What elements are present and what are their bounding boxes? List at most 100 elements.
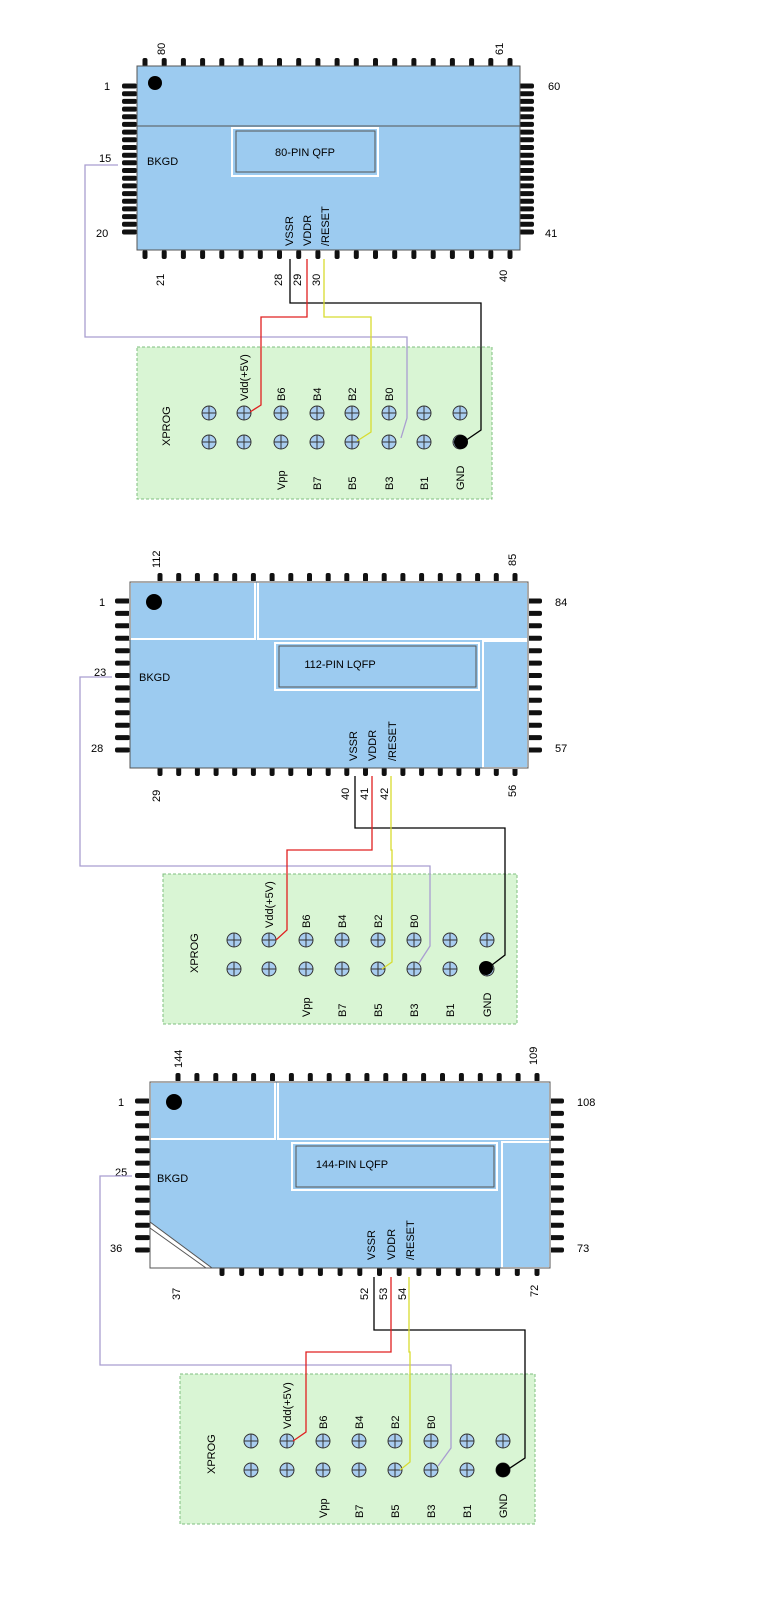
chip-pin (488, 58, 494, 67)
chip-pin (122, 175, 137, 181)
chip-pin (194, 573, 200, 582)
chip-pin (115, 735, 130, 741)
chip-pin (527, 697, 542, 703)
chip-pin (527, 735, 542, 741)
chip-pin (122, 198, 137, 204)
chip-pin (232, 1073, 238, 1082)
chip-pin (115, 710, 130, 716)
chip-pin (430, 250, 436, 259)
chip-pin (364, 1073, 370, 1082)
header-bottom-label: B5 (390, 1505, 402, 1518)
chip-pin (307, 767, 312, 776)
header-top-label: B6 (318, 1416, 330, 1429)
chip-pin (419, 573, 425, 582)
chip-pin (115, 747, 130, 753)
chip-pin (115, 685, 130, 691)
pin-number: 25 (115, 1167, 127, 1179)
chip-pin (122, 191, 137, 197)
chip-pin (392, 58, 398, 67)
header-bottom-label: B5 (373, 1004, 385, 1017)
chip-pin (135, 1222, 150, 1228)
chip-pin (519, 168, 534, 173)
bkgd-label: BKGD (147, 156, 178, 168)
header-bottom-label: B3 (384, 477, 396, 490)
chip-pin (135, 1247, 150, 1253)
chip-pin (269, 573, 275, 582)
chip-pin (122, 229, 137, 235)
chip-pin (250, 767, 256, 776)
chip-pin (135, 1148, 150, 1154)
chip-pin (527, 635, 542, 641)
chip-pin (493, 767, 499, 776)
chip-pin (213, 1073, 219, 1082)
chip-pin (507, 58, 513, 67)
pin-number: 28 (273, 274, 285, 286)
chip-pin (396, 1267, 402, 1276)
chip-pin (519, 145, 534, 150)
header-bottom-label: B5 (347, 477, 359, 490)
chip-pin (307, 573, 312, 582)
chip-pin (519, 214, 534, 220)
chip-pin (135, 1098, 150, 1104)
chip-pin (416, 1267, 422, 1276)
chip-pin (549, 1247, 564, 1253)
chip-pin (456, 767, 462, 776)
chip-bevel-line (149, 1227, 207, 1269)
chip-pin (373, 250, 378, 259)
chip-body-top (136, 65, 521, 127)
chip-pin (238, 58, 244, 67)
chip-pin (373, 58, 378, 67)
chip-pin (514, 1267, 520, 1276)
chip-pin (122, 152, 137, 158)
chip-segment (501, 1141, 551, 1269)
chip-pin (507, 250, 513, 259)
pin-number: 41 (359, 788, 371, 800)
header-top-label: B2 (390, 1416, 402, 1429)
chip-pin (122, 114, 137, 120)
chip-pin (334, 250, 340, 259)
header-top-label: B4 (337, 915, 349, 928)
reset-wire (381, 776, 393, 970)
header-top-label: B0 (384, 388, 396, 401)
pin-number: 20 (96, 228, 108, 240)
package-label: 144-PIN LQFP (316, 1159, 388, 1171)
chip-pin (288, 1073, 294, 1082)
chip-pin (122, 91, 137, 97)
vddr-label: VDDR (386, 1229, 398, 1260)
header-top-label: Vdd(+5V) (282, 1382, 294, 1429)
chip-pin (549, 1135, 564, 1141)
pin-number: 42 (379, 788, 391, 800)
header-bottom-label: GND (498, 1494, 510, 1519)
chip-pin (278, 1267, 284, 1276)
vddr-label: VDDR (302, 215, 314, 246)
chip-pin (115, 660, 130, 666)
chip-pin (469, 250, 475, 259)
chip-pin (488, 250, 494, 259)
chip-pin (344, 767, 350, 776)
chip-pin (475, 573, 481, 582)
chip-pin (512, 767, 518, 776)
chip-pin (326, 1073, 332, 1082)
header-bottom-label: Vpp (301, 997, 313, 1017)
header-top-label: B0 (409, 915, 421, 928)
pin1-marker (148, 76, 162, 90)
chip-pin (258, 1267, 264, 1276)
vdd-wire (275, 776, 373, 941)
pin-number: 108 (577, 1097, 595, 1109)
chip-pin (495, 1267, 501, 1276)
chip-pin (135, 1160, 150, 1166)
header-top-label: B2 (373, 915, 385, 928)
pin-number: 30 (311, 274, 323, 286)
chip-outline (129, 581, 529, 769)
chip-pin (122, 106, 137, 112)
chip-pin (527, 598, 542, 604)
chip-pin (337, 1267, 343, 1276)
package-label-box-inner (278, 645, 477, 688)
chip-pin (213, 767, 219, 776)
chip-pin (353, 58, 359, 67)
chip-pin (122, 160, 137, 166)
chip-segment (149, 1081, 276, 1140)
header-bottom-label: Vpp (318, 1498, 330, 1518)
